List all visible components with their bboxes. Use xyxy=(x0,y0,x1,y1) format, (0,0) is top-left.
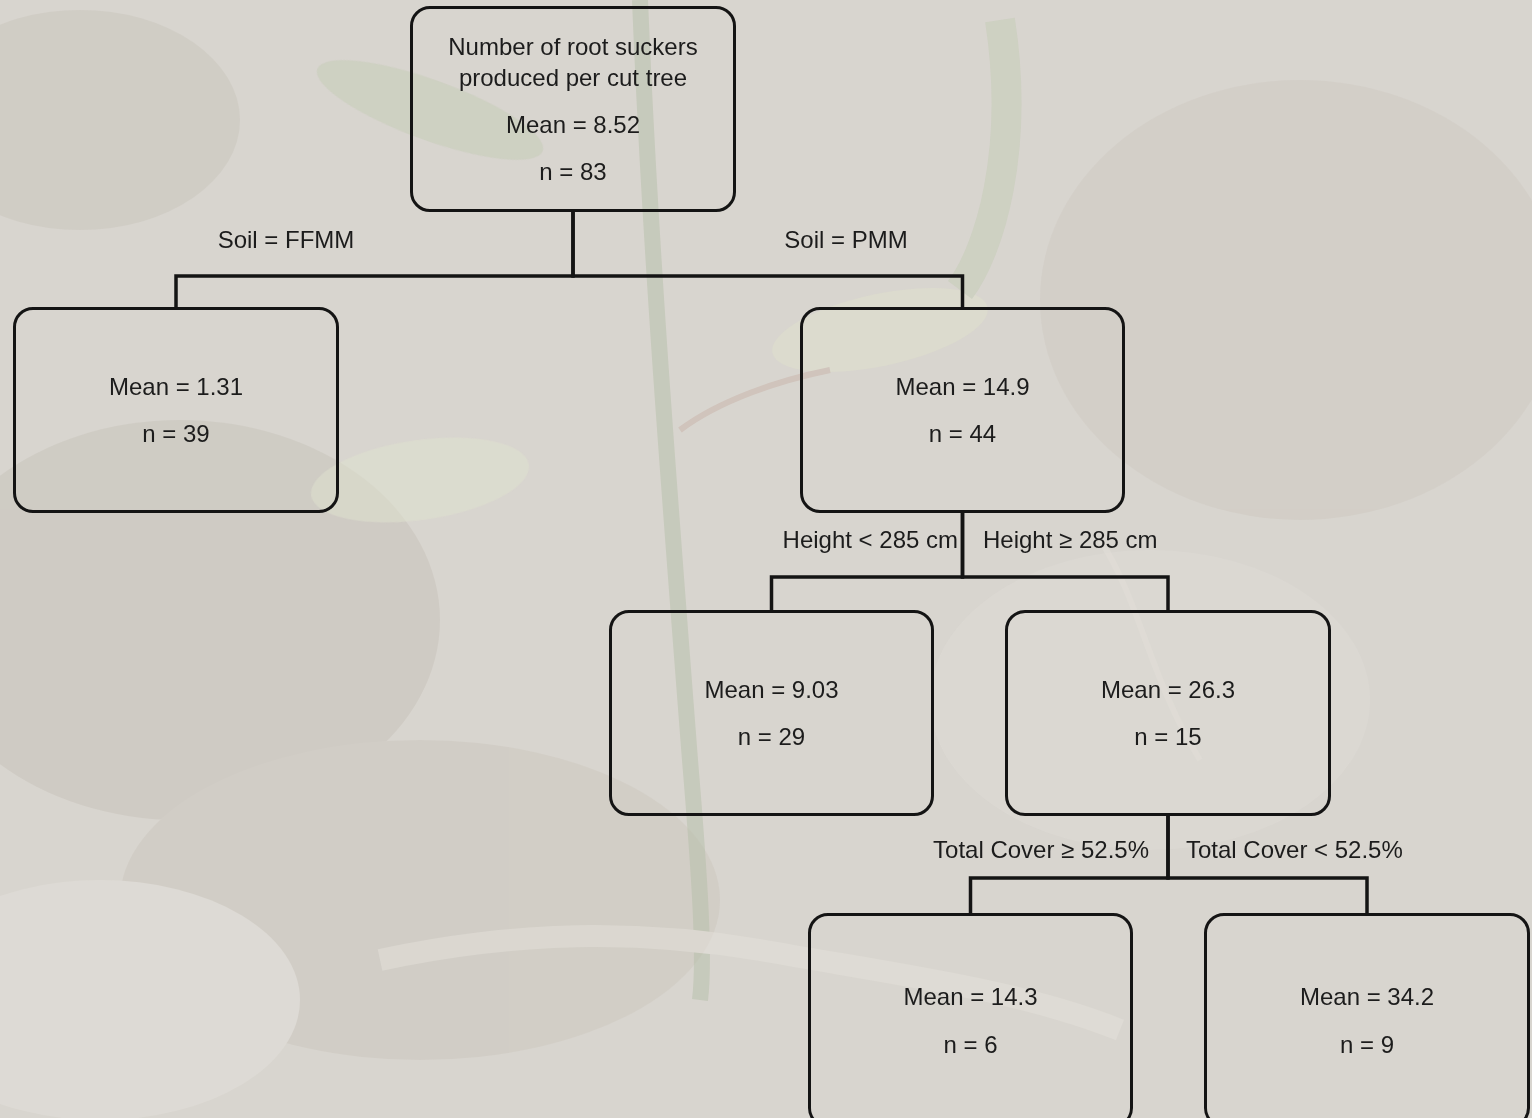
node-statistic: Mean = 8.52 xyxy=(506,109,640,140)
node-statistic: n = 29 xyxy=(738,721,805,752)
tree-branch-connector xyxy=(1168,816,1367,913)
tree-response-title: Number of root suckers produced per cut … xyxy=(429,31,717,93)
split-condition-label: Total Cover ≥ 52.5% xyxy=(933,836,1149,865)
node-statistic: Mean = 9.03 xyxy=(704,674,838,705)
split-node-box: Mean = 14.3 n = 6 xyxy=(808,913,1133,1118)
node-statistic: n = 9 xyxy=(1340,1029,1394,1060)
tree-branch-connector xyxy=(963,513,1169,610)
node-statistic: n = 83 xyxy=(539,156,606,187)
split-node-box: Mean = 14.9 n = 44 xyxy=(800,307,1125,513)
node-statistic: n = 44 xyxy=(929,418,996,449)
tree-branch-connector xyxy=(772,513,963,610)
node-statistic: Mean = 26.3 xyxy=(1101,674,1235,705)
split-condition-label: Height ≥ 285 cm xyxy=(983,526,1158,555)
seedling-illustration xyxy=(306,0,1200,1030)
split-condition-label: Height < 285 cm xyxy=(783,526,958,555)
tree-branch-connector xyxy=(176,212,573,307)
node-statistic: Mean = 34.2 xyxy=(1300,981,1434,1012)
split-condition-label: Soil = PMM xyxy=(784,226,907,255)
root-node-box: Number of root suckers produced per cut … xyxy=(410,6,736,212)
split-node-box: Mean = 1.31 n = 39 xyxy=(13,307,339,513)
node-statistic: n = 6 xyxy=(943,1029,997,1060)
split-condition-label: Total Cover < 52.5% xyxy=(1186,836,1403,865)
node-statistic: Mean = 14.3 xyxy=(903,981,1037,1012)
node-statistic: Mean = 14.9 xyxy=(895,371,1029,402)
split-node-box: Mean = 34.2 n = 9 xyxy=(1204,913,1530,1118)
node-statistic: n = 39 xyxy=(142,418,209,449)
split-condition-label: Soil = FFMM xyxy=(218,226,355,255)
split-node-box: Mean = 9.03 n = 29 xyxy=(609,610,934,816)
tree-branch-connector xyxy=(971,816,1169,913)
tree-branch-connector xyxy=(573,212,963,307)
split-node-box: Mean = 26.3 n = 15 xyxy=(1005,610,1331,816)
soil-texture xyxy=(0,10,1532,1118)
node-statistic: n = 15 xyxy=(1134,721,1201,752)
node-statistic: Mean = 1.31 xyxy=(109,371,243,402)
